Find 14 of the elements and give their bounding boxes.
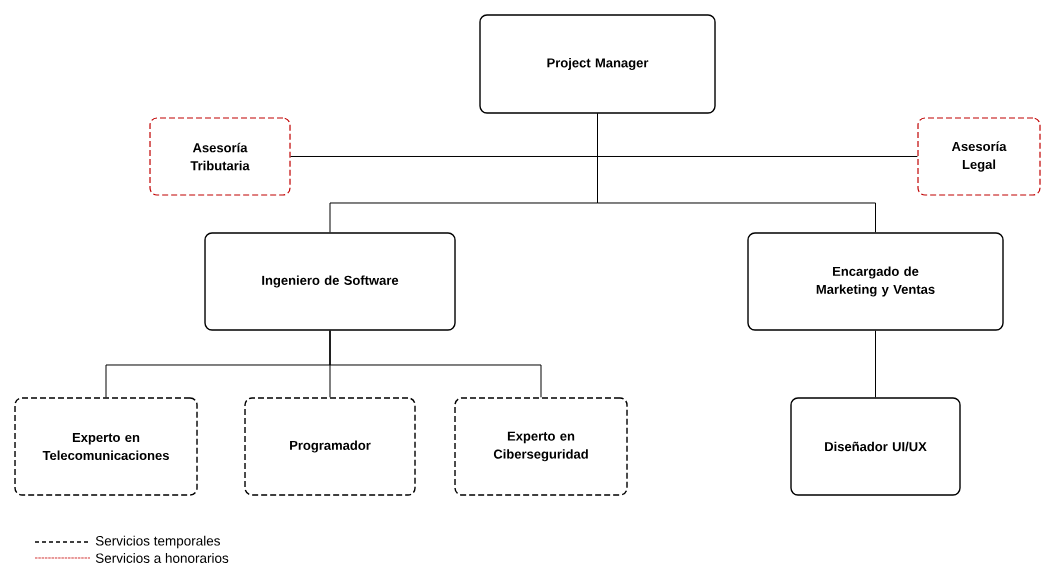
org-box: Asesoría Legal (917, 117, 1041, 196)
org-box: Ingeniero de Software (204, 232, 456, 331)
connector-line (597, 113, 876, 233)
legend-label: Servicios a honorarios (95, 553, 229, 563)
org-box: Programador (244, 397, 416, 496)
connector-line (329, 330, 542, 398)
org-box: Encargado de Marketing y Ventas (747, 232, 1004, 331)
connector-line (875, 330, 876, 398)
org-box: Experto en Telecomunicaciones (14, 397, 198, 496)
org-box: Diseñador UI/UX (790, 397, 961, 496)
org-box: Experto en Ciberseguridad (454, 397, 628, 496)
org-box: Asesoría Tributaria (149, 117, 291, 196)
org-box: Project Manager (479, 14, 716, 114)
legend-label: Servicios temporales (95, 535, 220, 549)
